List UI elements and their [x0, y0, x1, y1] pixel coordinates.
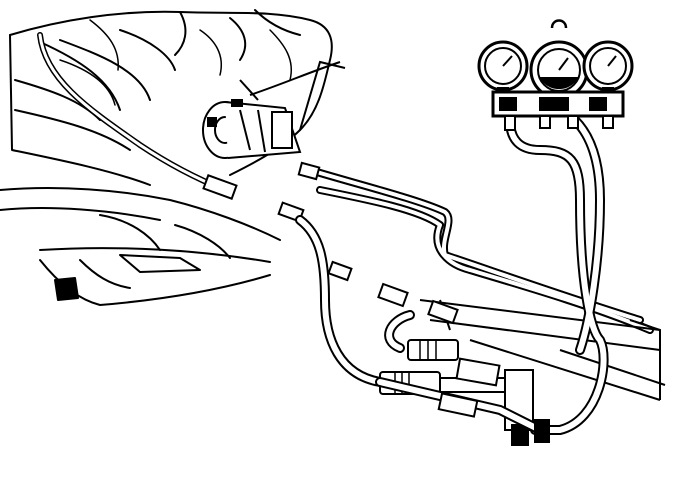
hose-end-fitting	[437, 392, 550, 443]
gauge-right	[582, 40, 634, 97]
manifold-block	[491, 90, 625, 131]
tank-fitting	[202, 161, 321, 223]
fuel-tank	[9, 9, 333, 186]
mount-bracket	[239, 61, 341, 101]
gauge-center	[529, 19, 589, 105]
chassis-panel	[0, 187, 281, 306]
gauge-manifold	[477, 19, 634, 131]
fuel-filter	[202, 60, 346, 159]
